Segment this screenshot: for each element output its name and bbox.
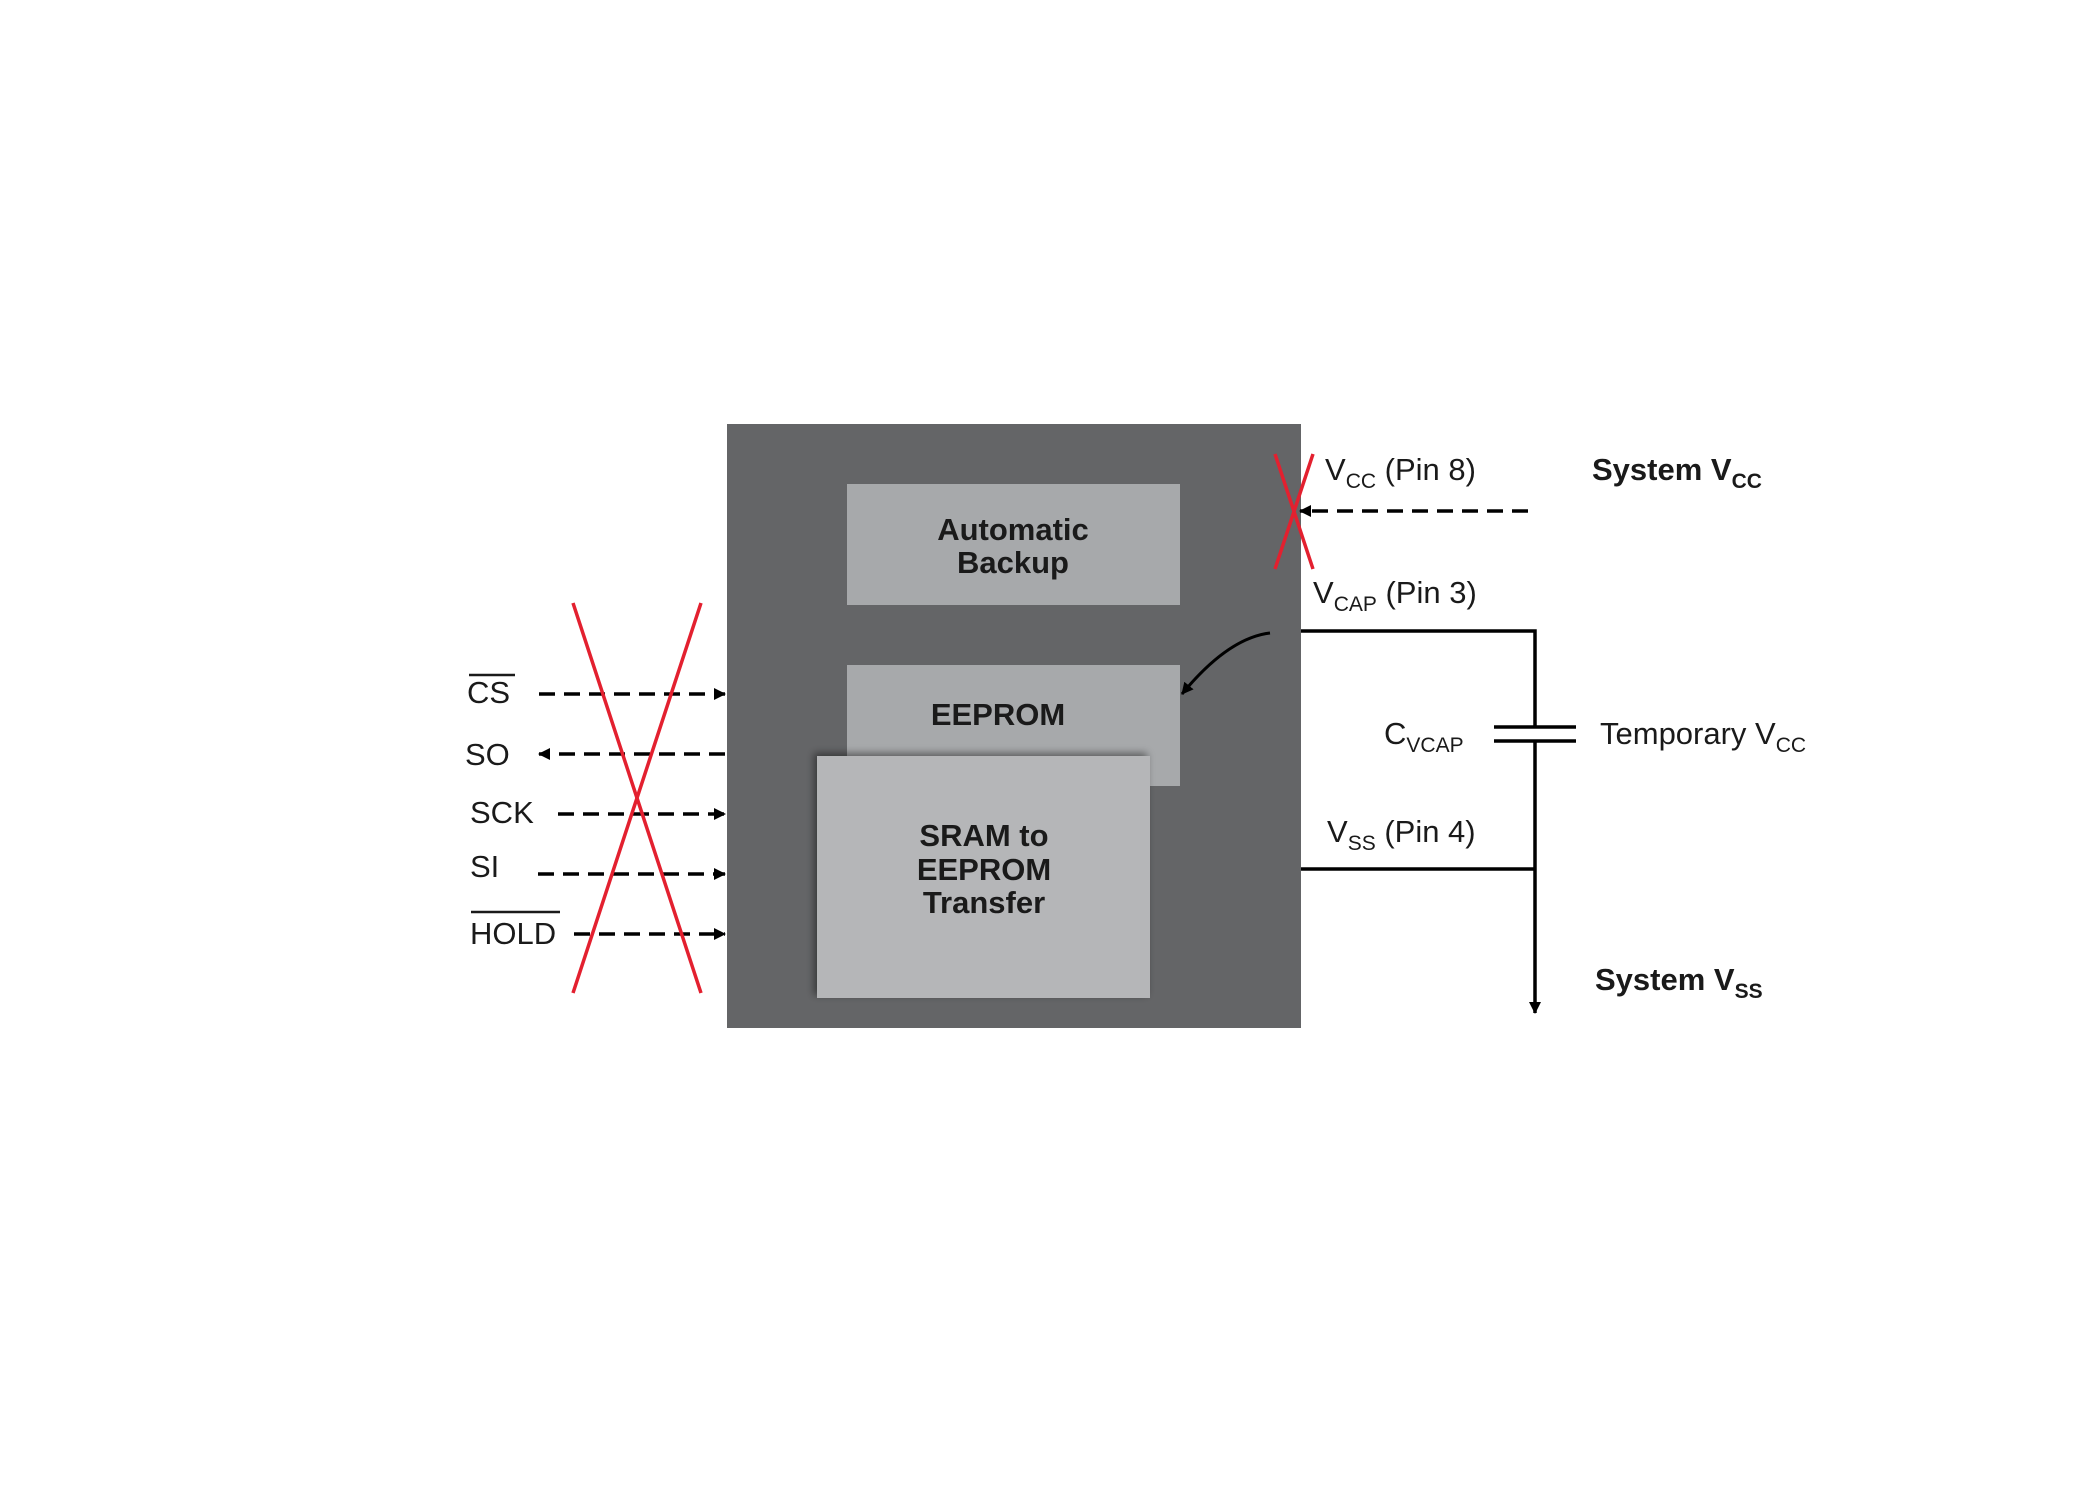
sck-label: SCK [470, 795, 534, 830]
sram-label-line3: Transfer [923, 885, 1045, 920]
sram-label-line1: SRAM to [919, 818, 1048, 853]
cvcap-label: CVCAP [1384, 716, 1464, 757]
system-vcc-label: System VCC [1592, 452, 1762, 493]
automatic-backup-block: Automatic Backup [847, 484, 1180, 605]
sram-label-line2: EEPROM [917, 852, 1051, 887]
spi-signals: CS SO SCK SI HOLD [465, 673, 726, 951]
system-vss-label: System VSS [1595, 962, 1763, 1003]
eeprom-label: EEPROM [931, 697, 1065, 732]
automatic-backup-label-line2: Backup [957, 545, 1069, 580]
so-label: SO [465, 737, 510, 772]
automatic-backup-label-line1: Automatic [937, 512, 1089, 547]
hold-label: HOLD [470, 916, 556, 951]
vcap-pin-label: VCAP (Pin 3) [1313, 575, 1477, 616]
si-label: SI [470, 849, 499, 884]
vss-pin-label: VSS (Pin 4) [1327, 814, 1476, 855]
vcc-disconnected-cross-icon [1273, 453, 1315, 570]
vcap-wire [1301, 629, 1537, 727]
vcap-to-eeprom-arrow [1180, 631, 1271, 695]
vcap-capacitor-circuit [1301, 629, 1576, 1014]
sram-to-eeprom-transfer-block: SRAM to EEPROM Transfer [817, 756, 1150, 998]
temporary-vcc-label: Temporary VCC [1600, 716, 1806, 757]
vcc-pin-label: VCC (Pin 8) [1325, 452, 1476, 493]
cs-label: CS [467, 675, 510, 710]
signals-disconnected-cross-icon [571, 602, 703, 994]
